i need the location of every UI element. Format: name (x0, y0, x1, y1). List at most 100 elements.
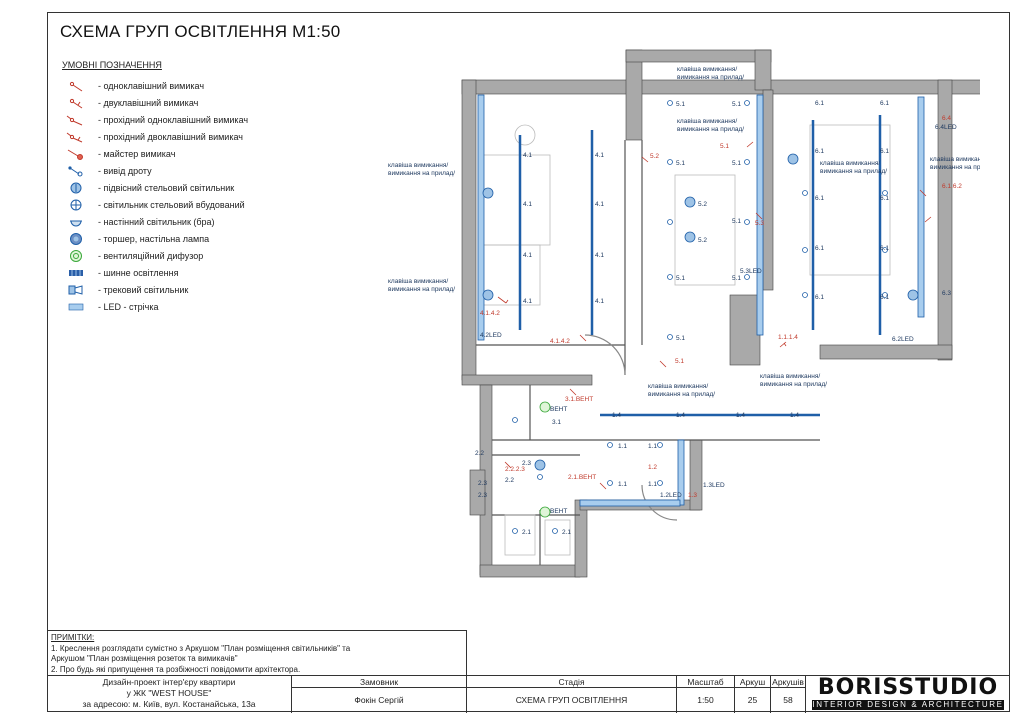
callout-key: вимикання на прилад/ (760, 381, 827, 388)
wall-sconce-icon (62, 215, 98, 229)
legend-label: - підвісний стельовий світильник (98, 182, 235, 193)
legend-label: - настінний світильник (бра) (98, 216, 215, 227)
project-line: Дизайн-проект інтер'єру квартири (102, 677, 236, 687)
recessed-light-icon (62, 198, 98, 212)
client-name: Фокін Сергій (354, 695, 404, 705)
label-6-1: 6.1 (880, 195, 889, 202)
label-1-4: 1.4 (736, 412, 745, 419)
label-6-1: 6.1 (880, 100, 889, 107)
bus-lighting-icon (62, 266, 98, 280)
legend-label: - двуклавішний вимикач (98, 97, 199, 108)
label-5-1-switch: 5.1 (675, 358, 684, 365)
label-3-1-vent: 3.1.ВЕНТ (565, 396, 593, 403)
label-4-1: 4.1 (595, 152, 604, 159)
legend-label: - світильник стельовий вбудований (98, 199, 245, 210)
plan-labels-red: 4.1.4.2 4.1.4.2 5.2 5.1 5.3 5.1 1.1.1.4 … (480, 115, 962, 499)
callout-key: вимикання на прилад/ (820, 168, 887, 175)
callout-key: вимикання на прилад/ (930, 164, 980, 171)
label-3-1: 3.1 (552, 419, 561, 426)
notes-line: Аркушом "План розміщення розеток та вими… (51, 654, 238, 663)
label-6-1: 6.1 (880, 148, 889, 155)
label-6-2led: 6.2LED (892, 336, 914, 343)
legend-item: - одноклавішний вимикач (62, 77, 302, 94)
client-cell: Замовник Фокін Сергій (292, 676, 467, 713)
wire-outlet-icon (62, 164, 98, 178)
label-6-3: 6.3 (942, 290, 951, 297)
label-4-1-4-2: 4.1.4.2 (550, 338, 570, 345)
legend-label: - прохідний двоклавішний вимикач (98, 131, 243, 142)
label-5-1: 5.1 (676, 101, 685, 108)
pass-single-switch-icon (62, 113, 98, 127)
fixtures (512, 100, 888, 534)
label-4-1: 4.1 (595, 298, 604, 305)
project-info: Дизайн-проект інтер'єру квартири у ЖК "W… (47, 676, 292, 713)
vent-diffuser-icon (62, 249, 98, 263)
label-5-1: 5.1 (732, 101, 741, 108)
scale-value: 1:50 (697, 695, 714, 705)
callout-key: клавіша вимикання/ (648, 382, 708, 390)
stage-cell: Стадія СХЕМА ГРУП ОСВІТЛЕННЯ (467, 676, 677, 713)
legend-item: - підвісний стельовий світильник (62, 179, 302, 196)
label-6-1: 6.1 (815, 195, 824, 202)
label-vent: ВЕНТ (550, 508, 567, 515)
label-4-1: 4.1 (595, 252, 604, 259)
walls (461, 49, 980, 578)
label-4-1-4-2: 4.1.4.2 (480, 310, 500, 317)
label-2-3: 2.3 (522, 460, 531, 467)
notes-heading: ПРИМІТКИ: (51, 633, 95, 642)
label-6-4led: 6.4LED (935, 124, 957, 131)
legend: - одноклавішний вимикач - двуклавішний в… (62, 77, 302, 315)
legend-label: - вентиляційний дифузор (98, 250, 204, 261)
label-2-3: 2.3 (478, 480, 487, 487)
label-6-1: 6.1 (880, 245, 889, 252)
legend-label: - прохідний одноклавішний вимикач (98, 114, 249, 125)
label-5-1-switch: 5.1 (720, 143, 729, 150)
client-heading: Замовник (292, 676, 466, 688)
label-5-1: 5.1 (732, 275, 741, 282)
legend-heading: УМОВНІ ПОЗНАЧЕННЯ (62, 60, 162, 70)
label-2-2-2-3: 2.2.2.3 (505, 466, 525, 473)
label-2-3: 2.3 (478, 492, 487, 499)
label-5-1: 5.1 (676, 275, 685, 282)
legend-item: - прохідний двоклавішний вимикач (62, 128, 302, 145)
legend-item: - світильник стельовий вбудований (62, 196, 302, 213)
callout-key: вимикання на прилад/ (677, 74, 744, 81)
label-1-4: 1.4 (676, 412, 685, 419)
callout-key: вимикання на прилад/ (388, 286, 455, 293)
label-6-4: 6.4 (942, 115, 951, 122)
sheet-heading: Аркуш (735, 676, 770, 688)
legend-item: - шинне освітлення (62, 264, 302, 281)
label-1-4: 1.4 (790, 412, 799, 419)
label-1-4: 1.4 (612, 412, 621, 419)
label-1-2led: 1.2LED (660, 492, 682, 499)
label-5-2: 5.2 (698, 237, 707, 244)
label-1-1: 1.1 (648, 481, 657, 488)
bus-lines (518, 115, 882, 417)
label-1-1: 1.1 (648, 443, 657, 450)
label-4-1: 4.1 (523, 152, 532, 159)
label-1-1: 1.1 (618, 443, 627, 450)
plan-labels: 4.1 4.1 4.1 4.1 4.1 4.1 4.1 4.1 4.2LED 5… (475, 100, 957, 536)
label-4-2led: 4.2LED (480, 332, 502, 339)
sheet-cell: Аркуш 25 (735, 676, 771, 713)
callout-key: вимикання на прилад/ (648, 391, 715, 398)
legend-item: - трековий світильник (62, 281, 302, 298)
label-1-1-1-4: 1.1.1.4 (778, 334, 798, 341)
label-6-1: 6.1 (815, 294, 824, 301)
legend-label: - LED - стрічка (98, 301, 159, 312)
vent-diffusers (539, 401, 551, 518)
master-switch-icon (62, 147, 98, 161)
label-4-1: 4.1 (523, 252, 532, 259)
label-6-1: 6.1 (880, 294, 889, 301)
pendant-light-icon (62, 181, 98, 195)
label-5-1: 5.1 (676, 335, 685, 342)
label-1-3led: 1.3LED (703, 482, 725, 489)
label-5-1: 5.1 (732, 218, 741, 225)
studio-name: BORISSTUDIO (817, 675, 999, 700)
callout-key: клавіша вимикання/ (930, 155, 980, 163)
label-2-1: 2.1 (562, 529, 571, 536)
switches (497, 141, 932, 490)
led-strips (477, 94, 925, 507)
legend-item: - настінний світильник (бра) (62, 213, 302, 230)
label-1-3: 1.3 (688, 492, 697, 499)
